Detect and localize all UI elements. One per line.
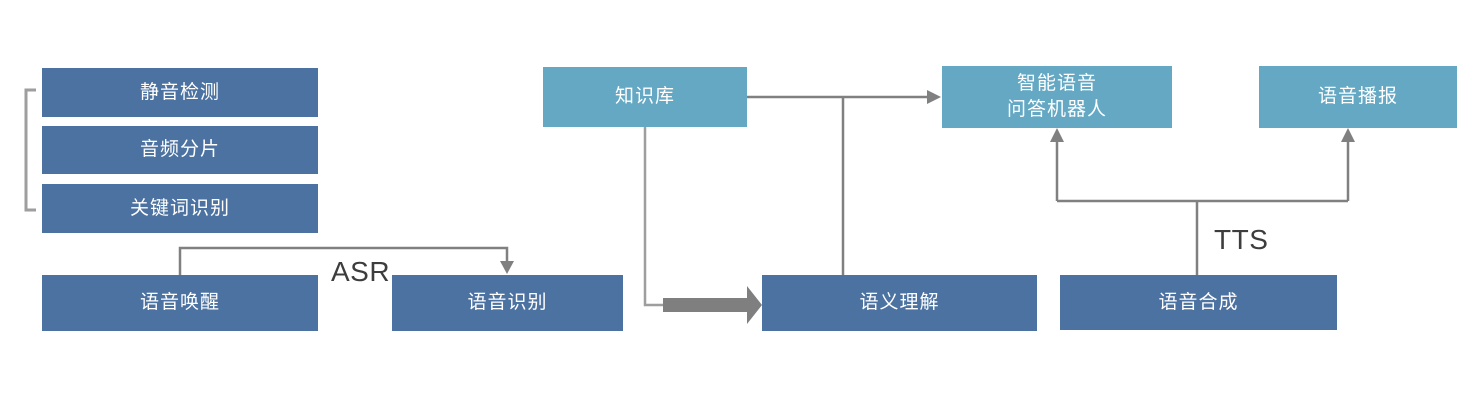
box-knowledge-base: 知识库	[543, 67, 747, 127]
box-speech-recognition: 语音识别	[392, 275, 623, 331]
kb-to-robot-arrowhead-icon	[927, 90, 941, 104]
tts-left-arrowhead-icon	[1050, 128, 1064, 142]
box-keyword-recognition: 关键词识别	[42, 184, 318, 233]
box-voice-wakeup: 语音唤醒	[42, 275, 318, 331]
asr-label: ASR	[331, 256, 391, 287]
tts-label: TTS	[1214, 224, 1269, 255]
box-speech-synthesis: 语音合成	[1060, 275, 1337, 330]
box-silence-detection: 静音检测	[42, 68, 318, 117]
box-audio-slicing: 音频分片	[42, 126, 318, 174]
tts-right-arrowhead-icon	[1341, 128, 1355, 142]
asr-connector-line	[178, 246, 509, 275]
left-bracket	[24, 88, 36, 212]
box-voice-broadcast: 语音播报	[1259, 66, 1457, 128]
box-qa-robot: 智能语音 问答机器人	[942, 66, 1172, 128]
kb-down-elbow-line	[643, 127, 665, 307]
thick-block-arrow-icon	[663, 286, 762, 324]
tts-tree-line	[1055, 140, 1350, 275]
asr-arrowhead-icon	[500, 261, 514, 274]
box-semantic-understanding: 语义理解	[762, 275, 1037, 331]
